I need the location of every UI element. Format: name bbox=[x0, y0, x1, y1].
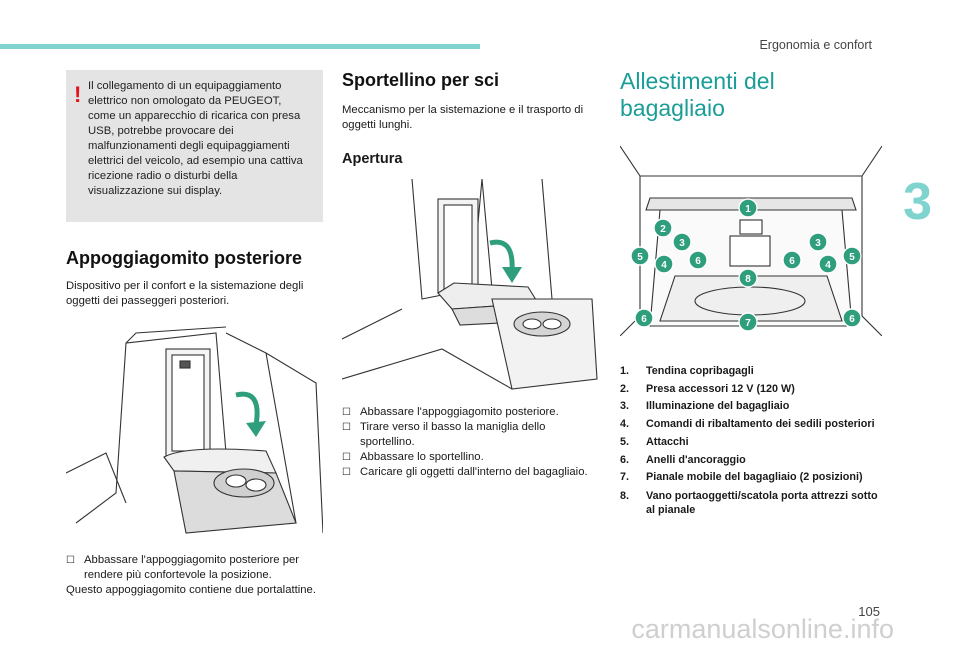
callout-label: 4 bbox=[825, 260, 831, 271]
armrest-steps: ☐Abbassare l'appoggiagomito posteriore p… bbox=[66, 553, 323, 583]
callout-label: 8 bbox=[745, 274, 751, 285]
checkbox-icon: ☐ bbox=[342, 452, 351, 463]
callout-label: 6 bbox=[695, 256, 701, 267]
list-item: ☐Abbassare l'appoggiagomito posteriore. bbox=[342, 406, 559, 418]
ski-title: Sportellino per sci bbox=[342, 70, 500, 90]
legend-item: 7.Pianale mobile del bagagliaio (2 posiz… bbox=[620, 471, 863, 483]
column-right: Allestimenti del bagagliaio bbox=[619, 68, 883, 521]
boot-illustration: 1 2 3 3 5 4 6 6 4 5 8 6 7 6 bbox=[619, 136, 883, 337]
checkbox-icon: ☐ bbox=[66, 555, 75, 566]
callout-6 bbox=[688, 250, 708, 270]
list-item: ☐Abbassare lo sportellino. bbox=[342, 451, 484, 463]
callout-label: 3 bbox=[679, 238, 685, 249]
legend-item: 8.Vano portaoggetti/scatola porta attrez… bbox=[620, 489, 878, 517]
page-number: 105 bbox=[858, 604, 880, 619]
legend-item: 6.Anelli d'ancoraggio bbox=[620, 453, 746, 466]
chapter-number: 3 bbox=[903, 173, 932, 231]
callout-4 bbox=[654, 254, 674, 274]
callout-label: 1 bbox=[745, 204, 751, 215]
callout-5 bbox=[630, 246, 650, 266]
ski-hatch-illustration bbox=[341, 178, 602, 395]
ski-hatch-drawing bbox=[341, 178, 598, 390]
callout-1 bbox=[738, 198, 758, 218]
callout-label: 5 bbox=[849, 252, 855, 263]
callout-7 bbox=[738, 312, 758, 332]
callout-label: 6 bbox=[789, 256, 795, 267]
checkbox-icon: ☐ bbox=[342, 407, 351, 418]
ski-subtitle: Apertura bbox=[342, 151, 403, 167]
list-item: ☐Caricare gli oggetti dall'interno del b… bbox=[342, 466, 588, 478]
callout-3 bbox=[672, 232, 692, 252]
warning-exclamation-icon: ! bbox=[74, 82, 82, 107]
list-item: ☐Tirare verso il basso la maniglia dello… bbox=[342, 421, 546, 448]
checkbox-icon: ☐ bbox=[342, 422, 351, 433]
checkbox-icon: ☐ bbox=[342, 467, 351, 478]
legend-item: 4.Comandi di ribaltamento dei sedili pos… bbox=[620, 417, 875, 430]
ski-steps: ☐Abbassare l'appoggiagomito posteriore. … bbox=[342, 405, 602, 480]
callout-3 bbox=[808, 232, 828, 252]
column-middle: Sportellino per sci Meccanismo per la si… bbox=[341, 70, 602, 480]
boot-legend: 1.Tendina copribagagli 2.Presa accessori… bbox=[620, 364, 882, 518]
header-accent-bar bbox=[0, 44, 480, 49]
callout-label: 3 bbox=[815, 238, 821, 249]
callout-label: 4 bbox=[661, 260, 667, 271]
callout-6 bbox=[634, 308, 654, 328]
list-item: ☐Abbassare l'appoggiagomito posteriore p… bbox=[66, 554, 300, 581]
armrest-note: Questo appoggiagomito contiene due porta… bbox=[66, 584, 316, 596]
warning-text: Il collegamento di un equipaggiamento el… bbox=[88, 80, 303, 197]
running-header: Ergonomia e confort bbox=[759, 38, 872, 52]
callout-label: 7 bbox=[745, 318, 751, 329]
callout-2 bbox=[653, 218, 673, 238]
column-left: ! Il collegamento di un equipaggiamento … bbox=[65, 70, 324, 598]
armrest-title: Appoggiagomito posteriore bbox=[66, 248, 302, 268]
legend-item: 5.Attacchi bbox=[620, 436, 689, 448]
callout-6 bbox=[842, 308, 862, 328]
legend-item: 2.Presa accessori 12 V (120 W) bbox=[620, 382, 795, 395]
callout-label: 6 bbox=[641, 314, 647, 325]
callout-6 bbox=[782, 250, 802, 270]
ski-intro: Meccanismo per la sistemazione e il tras… bbox=[342, 104, 584, 131]
boot-drawing: 1 2 3 3 5 4 6 6 4 5 8 6 7 6 bbox=[619, 145, 883, 337]
legend-item: 3.Illuminazione del bagagliaio bbox=[620, 400, 790, 412]
callout-label: 6 bbox=[849, 314, 855, 325]
boot-title: Allestimenti del bagagliaio bbox=[620, 68, 775, 121]
armrest-illustration bbox=[65, 323, 324, 541]
callout-label: 2 bbox=[660, 224, 666, 235]
callout-8 bbox=[738, 268, 758, 288]
armrest-drawing bbox=[65, 326, 324, 534]
callout-4 bbox=[818, 254, 838, 274]
armrest-intro: Dispositivo per il confort e la sistemaz… bbox=[66, 280, 304, 307]
watermark-text: carmanualsonline.info bbox=[631, 614, 894, 644]
callout-5 bbox=[842, 246, 862, 266]
legend-item: 1.Tendina copribagagli bbox=[620, 365, 754, 377]
warning-box: ! Il collegamento di un equipaggiamento … bbox=[66, 70, 323, 222]
callout-label: 5 bbox=[637, 252, 643, 263]
